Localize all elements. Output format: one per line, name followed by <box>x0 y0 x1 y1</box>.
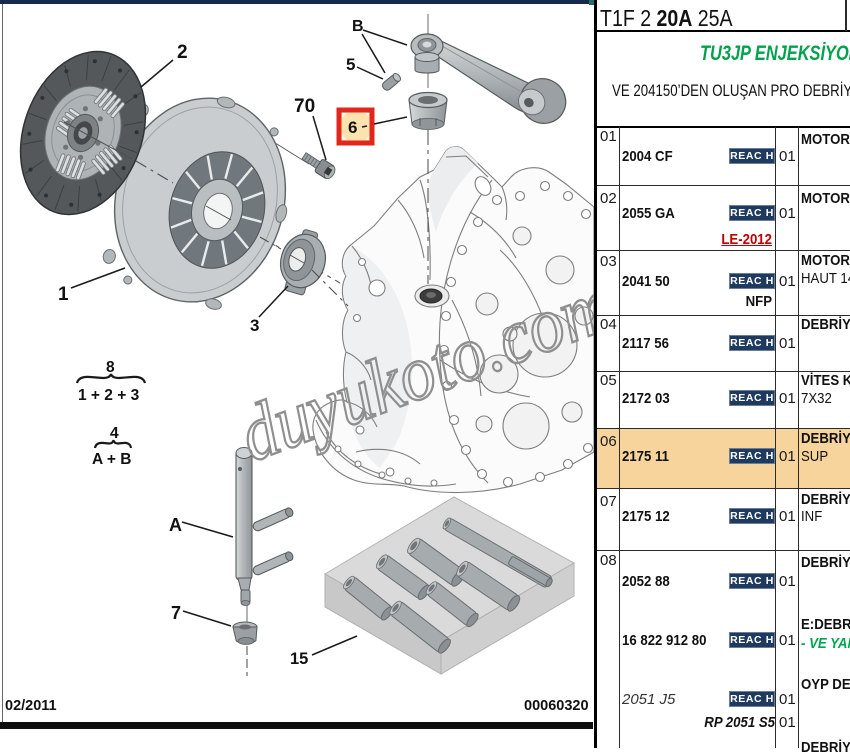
svg-text:A + B: A + B <box>92 451 131 468</box>
svg-text:B: B <box>352 18 364 35</box>
svg-text:1 + 2 + 3: 1 + 2 + 3 <box>78 387 140 404</box>
svg-text:6: 6 <box>348 118 357 137</box>
svg-text:70: 70 <box>294 96 315 117</box>
svg-text:7: 7 <box>171 603 181 623</box>
svg-text:4: 4 <box>110 425 119 442</box>
svg-text:1: 1 <box>58 284 69 305</box>
svg-text:A: A <box>169 515 182 535</box>
svg-text:2: 2 <box>177 42 188 63</box>
svg-text:3: 3 <box>250 316 259 335</box>
svg-text:8: 8 <box>106 359 115 376</box>
svg-text:15: 15 <box>290 650 308 668</box>
svg-text:5: 5 <box>346 55 355 74</box>
